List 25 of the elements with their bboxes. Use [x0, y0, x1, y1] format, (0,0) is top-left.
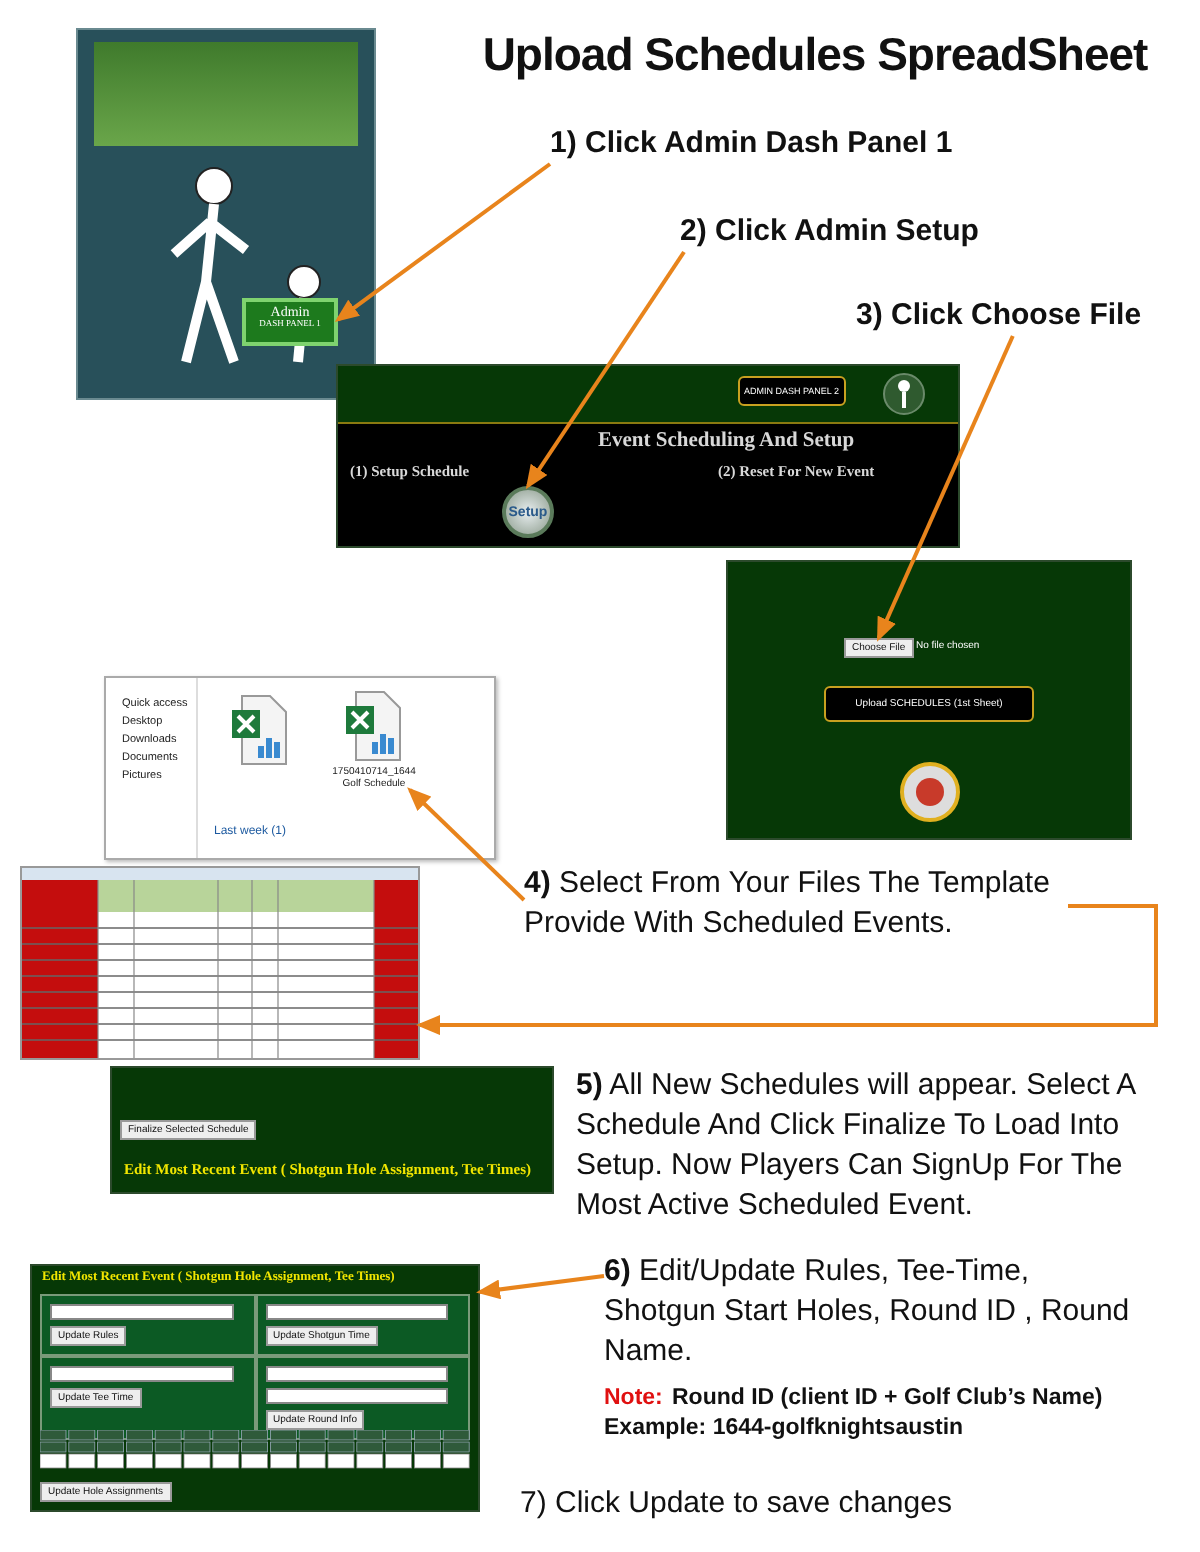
page-title: Upload Schedules SpreadSheet: [480, 28, 1150, 82]
arrow: [407, 787, 526, 902]
arrow: [476, 1274, 605, 1300]
note-text: Example: 1644-golfknightsaustin: [604, 1416, 964, 1440]
step-text: 6) Edit/Update Rules, Tee-Time, Shotgun Start Holes, Round ID , Round Name.: [604, 1252, 1144, 1372]
arrow: [876, 335, 1015, 642]
arrow: [416, 904, 1158, 1036]
dashboard-screenshot: [336, 364, 960, 548]
spreadsheet-screenshot: [20, 866, 420, 1060]
file-explorer-screenshot: [104, 676, 496, 860]
schedule-list-screenshot: [110, 1066, 554, 1194]
upload-screenshot: [726, 560, 1132, 840]
step-text: 7) Click Update to save changes: [520, 1484, 952, 1524]
edit-event-screenshot: [30, 1264, 480, 1512]
app-screenshot: [76, 28, 376, 400]
step-text: 1) Click Admin Dash Panel 1: [550, 124, 953, 164]
step-text: 3) Click Choose File: [856, 296, 1142, 336]
step-text: 5) All New Schedules will appear. Select A Schedule And Click Finalize To Load Into Setup. Now Players Can SignUp For The Most Active Scheduled Event.: [576, 1066, 1138, 1226]
note-text: Round ID (client ID + Golf Club’s Name): [672, 1386, 1103, 1410]
section-heading: Event Scheduling And Setup: [598, 430, 855, 452]
arrow: [334, 162, 552, 322]
step-text: 4) Select From Your Files The Template Provide With Scheduled Events.: [524, 864, 1068, 944]
arrow: [525, 250, 686, 490]
step-text: 2) Click Admin Setup: [680, 212, 979, 252]
note-label: Note:: [604, 1386, 663, 1410]
